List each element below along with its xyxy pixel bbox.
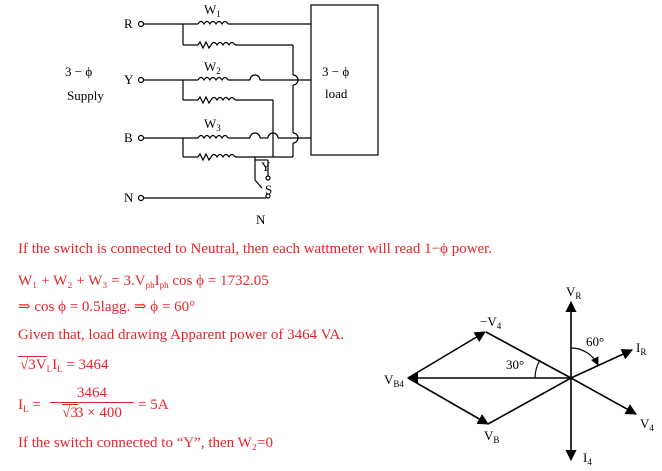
phasor-v4 xyxy=(570,377,637,415)
solution-line-apparent-eq: √3VLIL = 3464 xyxy=(18,356,109,374)
solution-line-power-factor: ⇒ cos ϕ = 0.5lagg. ⇒ ϕ = 60° xyxy=(18,299,196,315)
wattmeter-w2-label: W2 xyxy=(204,59,221,76)
phasor-label-ir: IR xyxy=(636,340,646,357)
load-box xyxy=(310,4,379,156)
solution-line-current-lhs: IL = xyxy=(18,397,41,414)
load-label-phase: 3 − ϕ xyxy=(322,64,349,79)
angle-arc-60 xyxy=(570,347,599,366)
solution-line-apparent-power: Given that, load drawing Apparent power … xyxy=(18,327,345,343)
supply-label-phase: 3 − ϕ xyxy=(65,64,92,79)
terminal-y xyxy=(137,76,145,84)
phasor-ir xyxy=(570,349,634,379)
phasor-closing-top xyxy=(485,331,572,379)
fraction-numerator: 3464 xyxy=(50,384,134,403)
phasor-neg-v4 xyxy=(407,331,486,379)
three-phase-circuit-diagram: R Y B N W1 W2 W3 3 − ϕ Supply 3 − ϕ load… xyxy=(65,2,379,227)
angle-arc-30 xyxy=(534,359,541,379)
supply-label-text: Supply xyxy=(67,88,104,103)
phasor-label-vb4: VB4 xyxy=(384,372,404,389)
terminal-r xyxy=(137,20,145,28)
load-label-text: load xyxy=(325,86,348,101)
phasor-label-vr: VR xyxy=(566,284,581,301)
terminal-b xyxy=(137,134,145,142)
phasor-vb xyxy=(407,377,489,425)
solution-line-wattmeter-sum: W₁ + W₂ + W₃ = 3.VphIph cos ϕ = 1732.05 xyxy=(18,273,269,290)
current-fraction: 3464 √33 × 400 xyxy=(50,384,134,423)
solution-line-switch-neutral: If the switch is connected to Neutral, t… xyxy=(18,241,493,257)
solution-line-switch-y: If the switch connected to “Y”, then W₂=… xyxy=(18,435,273,451)
phasor-label-neg-v4: −V4 xyxy=(480,314,502,331)
phasor-label-vb: VB xyxy=(484,428,499,445)
phasor-label-i4: I4 xyxy=(583,450,592,467)
phasor-closing-bottom xyxy=(487,377,572,425)
angle-label-60: 60° xyxy=(586,334,604,349)
label-r: R xyxy=(124,16,133,31)
solution-line-current-result: = 5A xyxy=(138,397,169,413)
label-b: B xyxy=(124,130,133,145)
label-n: N xyxy=(124,190,134,205)
switch-label-y: Y xyxy=(261,159,271,174)
wattmeter-w1-label: W1 xyxy=(204,2,221,19)
angle-label-30: 30° xyxy=(506,357,524,372)
wattmeter-w3-label: W3 xyxy=(204,116,221,133)
label-y: Y xyxy=(124,72,134,87)
switch-label-s: S xyxy=(265,182,272,197)
terminal-n xyxy=(137,194,145,202)
phasor-label-v4: V4 xyxy=(640,416,654,433)
switch-label-n: N xyxy=(256,212,266,227)
fraction-denominator: √33 × 400 xyxy=(62,404,122,421)
